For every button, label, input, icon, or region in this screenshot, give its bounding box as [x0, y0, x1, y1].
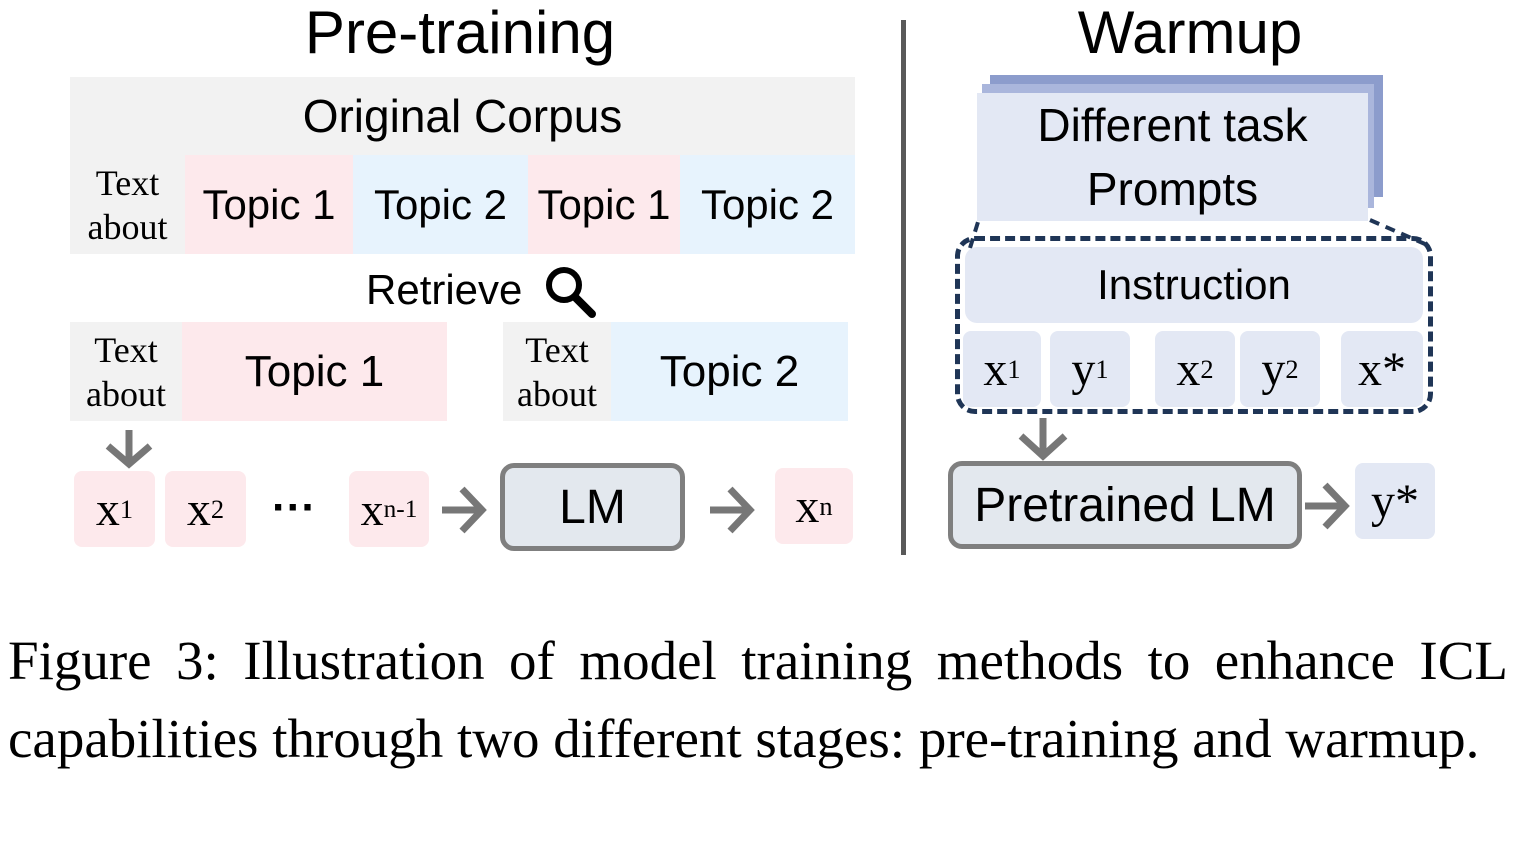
corpus-segment-topic-1b: Topic 1	[528, 155, 680, 254]
token-xn-1-base: x	[360, 483, 384, 535]
prompt-detail-container	[955, 236, 1433, 414]
output-y-star: y*	[1355, 463, 1435, 539]
retrieve-label: Retrieve	[366, 266, 523, 313]
corpus-segment-topic-2b: Topic 2	[680, 155, 855, 254]
token-x2-base: x	[186, 482, 211, 536]
down-arrow-icon	[105, 430, 153, 469]
figure-caption: Figure 3: Illustration of model training…	[8, 630, 1508, 769]
down-arrow-icon	[1018, 418, 1068, 461]
pretraining-title: Pre-training	[304, 0, 616, 66]
corpus-text-about-line1: Text	[95, 162, 160, 203]
example-x1-base: x	[983, 342, 1008, 396]
query-x-star: x*	[1341, 331, 1423, 407]
token-x1-base: x	[95, 482, 120, 536]
retrieved-doc-2-text-about: Text about	[503, 322, 611, 421]
retrieved-doc-1-text-line1: Text	[94, 329, 158, 370]
lm-box: LM	[500, 463, 685, 551]
search-icon	[546, 267, 596, 318]
corpus-segment-topic-2a: Topic 2	[353, 155, 528, 254]
task-prompts-line2: Prompts	[1086, 163, 1259, 215]
sequence-ellipsis: ···	[272, 483, 316, 532]
right-arrow-icon	[442, 486, 487, 534]
retrieved-doc-2-text-line1: Text	[525, 329, 589, 370]
corpus-segment-topic-1a: Topic 1	[185, 155, 353, 254]
task-prompts-card: Different task Prompts	[977, 93, 1368, 221]
token-xn-base: x	[795, 479, 820, 533]
example-y2-base: y	[1261, 342, 1286, 396]
task-prompts-line1: Different task	[1037, 99, 1308, 151]
retrieved-doc-2-text-line2: about	[517, 373, 597, 414]
warmup-title: Warmup	[1077, 0, 1303, 66]
corpus-text-about: Text about	[70, 155, 185, 254]
original-corpus-label: Original Corpus	[70, 77, 855, 155]
retrieved-doc-2-topic: Topic 2	[611, 322, 848, 421]
retrieved-doc-1-topic: Topic 1	[182, 322, 447, 421]
pretrained-lm-box: Pretrained LM	[948, 461, 1302, 549]
retrieved-doc-1-text-line2: about	[86, 373, 166, 414]
example-y1-base: y	[1071, 342, 1096, 396]
example-x2-base: x	[1176, 342, 1201, 396]
section-divider	[901, 20, 906, 555]
corpus-text-about-line2: about	[87, 206, 168, 247]
instruction-box: Instruction	[965, 247, 1423, 323]
right-arrow-icon	[1305, 482, 1350, 530]
right-arrow-icon	[710, 486, 755, 534]
retrieved-doc-1-text-about: Text about	[70, 322, 182, 421]
